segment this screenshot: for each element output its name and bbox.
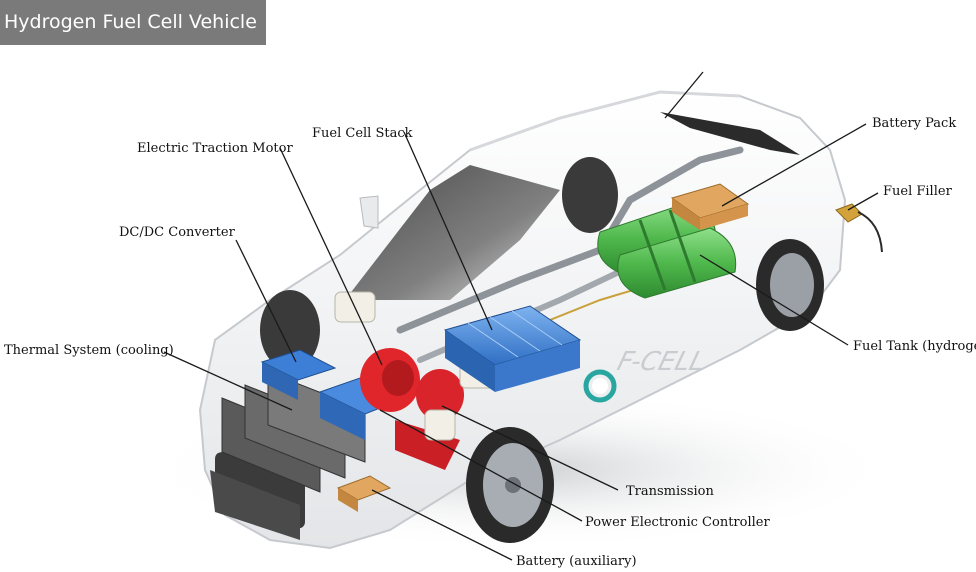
leader-battery-auxiliary	[371, 489, 513, 561]
leader-thermal-system	[163, 351, 293, 411]
roof-line	[469, 90, 741, 152]
battery-pack-unit	[670, 183, 750, 230]
leader-fuel-cell-stack	[403, 131, 493, 331]
leader-lines	[163, 71, 879, 561]
label-fuel-filler: Fuel Filler	[883, 184, 952, 199]
label-dcdc-converter: DC/DC Converter	[119, 225, 235, 240]
hydrogen-pipe	[396, 146, 744, 334]
rear-window	[660, 112, 800, 155]
leader-power-electronic-controller	[379, 409, 583, 522]
front-wheel-far	[260, 290, 320, 370]
label-fuel-cell-stack: Fuel Cell Stack	[312, 126, 413, 141]
expansion-tank	[424, 409, 456, 441]
fuel-filler-nozzle	[835, 203, 883, 253]
traction-motor-unit	[360, 348, 464, 470]
f-cell-logo: F-CELL	[583, 346, 709, 403]
leader-fuel-filler	[847, 192, 879, 211]
leader-roof	[664, 71, 704, 119]
side-mirror	[359, 195, 379, 229]
fuel-cell-stack-unit	[443, 305, 582, 392]
label-fuel-tank: Fuel Tank (hydrogen)	[853, 339, 976, 354]
leader-fuel-tank	[699, 254, 849, 346]
label-power-electronic-controller: Power Electronic Controller	[585, 515, 770, 530]
label-thermal-system: Thermal System (cooling)	[4, 343, 174, 358]
leader-transmission	[441, 405, 619, 491]
rear-wheel-far	[562, 157, 618, 233]
front-wheel	[466, 427, 554, 543]
label-electric-traction-motor: Electric Traction Motor	[137, 141, 293, 156]
label-battery-auxiliary: Battery (auxiliary)	[516, 554, 637, 569]
leader-battery-pack	[721, 123, 867, 207]
front-grille-lower	[210, 470, 300, 540]
f-cell-badge-text: F-CELL	[614, 346, 709, 376]
dcdc-converter-side	[262, 362, 298, 400]
windshield	[345, 165, 560, 300]
auxiliary-battery-side	[338, 488, 358, 512]
label-transmission: Transmission	[626, 484, 714, 499]
diagram-title: Hydrogen Fuel Cell Vehicle	[0, 0, 266, 45]
leader-dcdc-converter	[235, 239, 297, 363]
label-battery-pack: Battery Pack	[872, 116, 957, 131]
rear-wheel	[756, 239, 824, 331]
auxiliary-battery-unit	[336, 475, 392, 501]
leader-electric-traction-motor	[279, 147, 383, 366]
power-controller-side	[320, 392, 365, 440]
